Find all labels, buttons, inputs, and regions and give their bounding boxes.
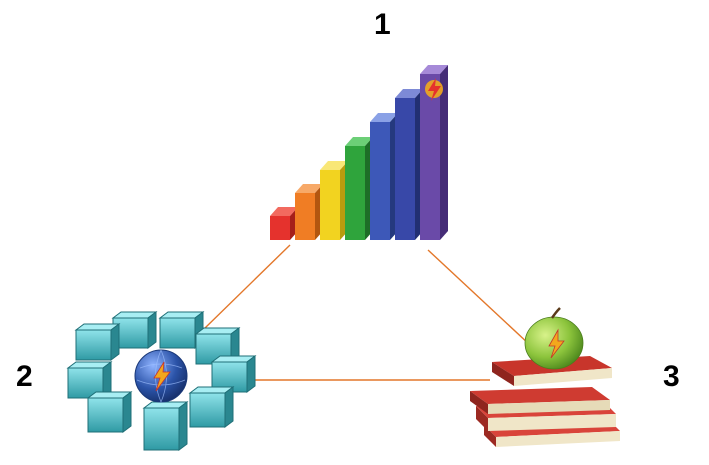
server-block (86, 391, 133, 433)
globe-icon (134, 349, 188, 403)
rising-bar-chart-icon (270, 65, 448, 240)
server-block (158, 311, 205, 349)
bar-1 (270, 207, 298, 240)
books-with-apple-icon (470, 307, 620, 447)
network-globe-icon (66, 311, 257, 451)
server-block (74, 323, 121, 361)
server-block (188, 386, 235, 428)
edges (204, 244, 531, 381)
book (470, 387, 610, 414)
bolt-logo-icon (425, 78, 443, 101)
apple-icon (524, 307, 584, 370)
node-label-1: 1 (374, 8, 391, 41)
server-blocks (66, 311, 257, 451)
bar-7 (420, 65, 448, 240)
bar-3 (320, 161, 348, 240)
server-block (142, 401, 189, 451)
bar-6 (395, 89, 423, 240)
node-label-2: 2 (16, 360, 33, 393)
edge-1-2 (204, 244, 291, 329)
bar-5 (370, 113, 398, 240)
bar-4 (345, 137, 373, 240)
node-label-3: 3 (663, 360, 680, 393)
edge-3-1 (427, 249, 531, 346)
bar-2 (295, 184, 323, 240)
